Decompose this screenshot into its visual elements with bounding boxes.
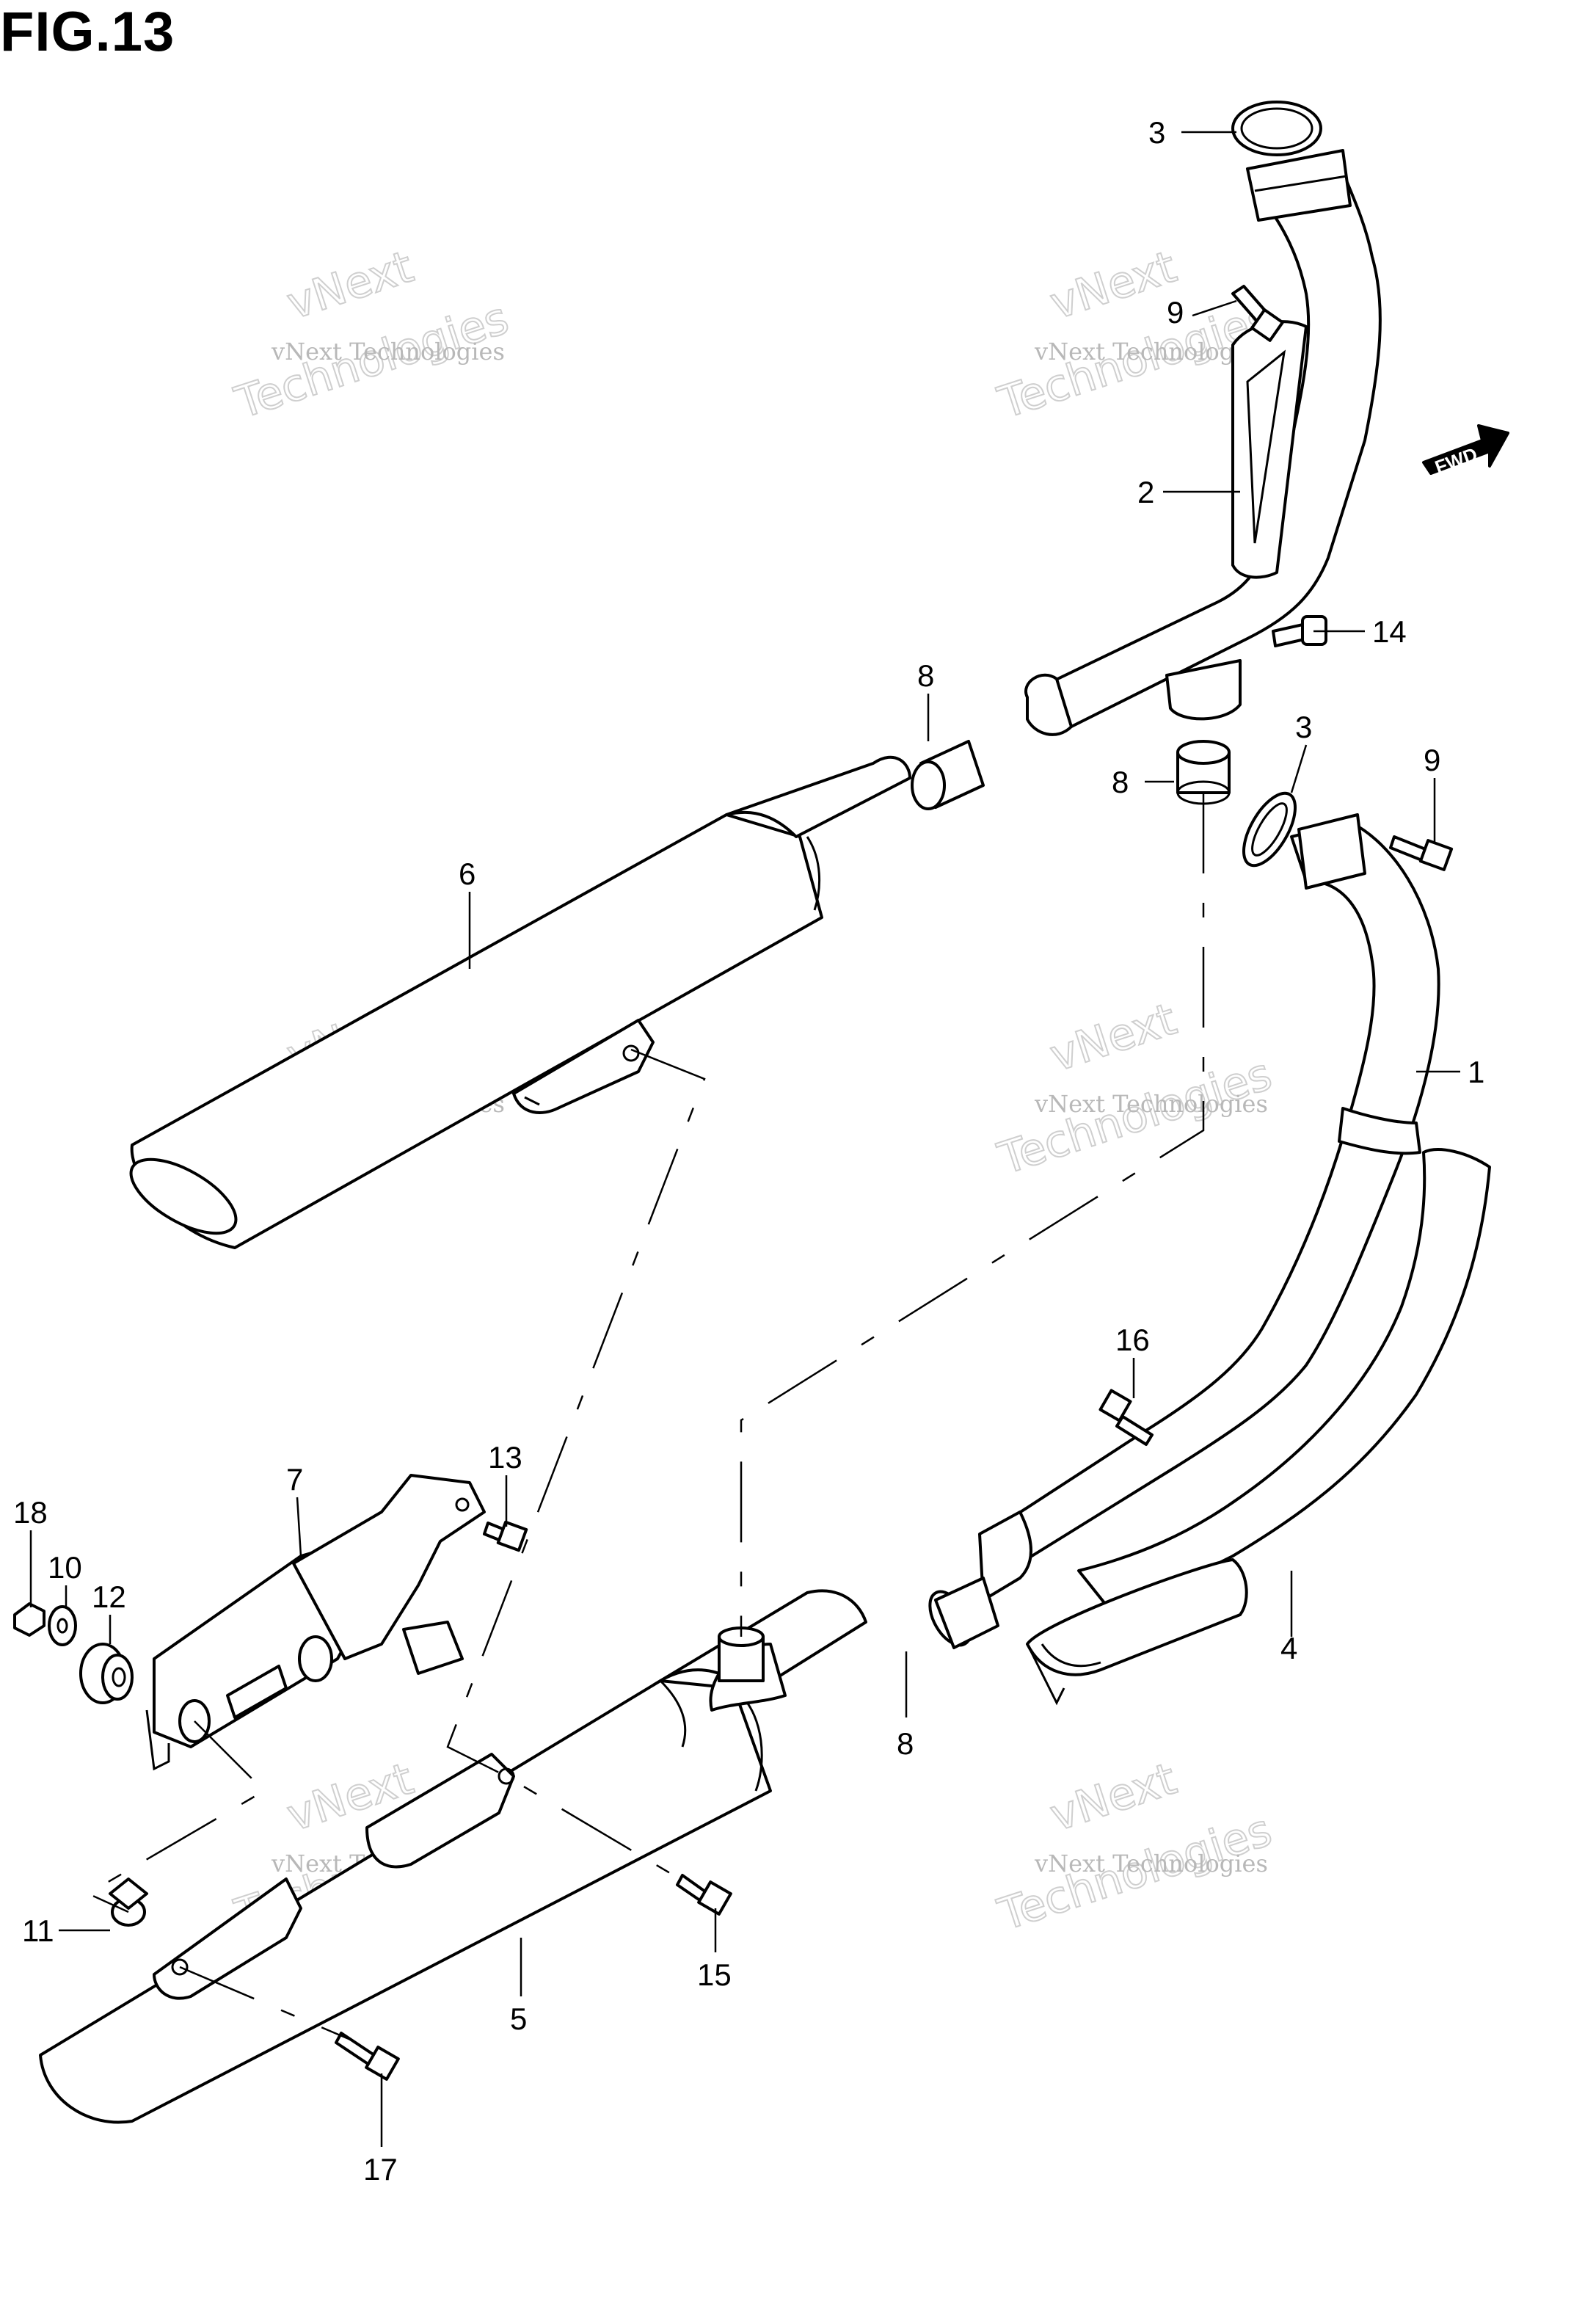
callout-7: 7	[286, 1462, 303, 1497]
gasket-top	[1231, 101, 1322, 156]
svg-text:vNext Technologies: vNext Technologies	[1034, 1090, 1268, 1118]
watermark-mid-right: vNext Technologies vNext Technologies	[991, 993, 1278, 1186]
callout-14: 14	[1372, 614, 1407, 649]
callout-8-lower: 8	[897, 1726, 914, 1761]
callout-12: 12	[92, 1579, 126, 1614]
callout-labels: 3 9 2 14 8 8 3 9 6 1 16 7 13 18 10 12 4 …	[13, 115, 1484, 2186]
callout-3-lower: 3	[1295, 710, 1312, 744]
clamp-ring-upper-left	[911, 740, 985, 810]
callout-16: 16	[1115, 1323, 1150, 1357]
svg-text:vNext: vNext	[1044, 241, 1182, 330]
mounting-bracket	[145, 1474, 486, 1771]
svg-text:vNext: vNext	[1044, 994, 1182, 1083]
heat-shield	[1026, 1148, 1491, 1706]
callout-6: 6	[459, 857, 475, 891]
callout-15: 15	[697, 1957, 732, 1992]
callout-10: 10	[48, 1550, 82, 1585]
callout-18: 18	[13, 1495, 48, 1530]
svg-text:vNext Technologies: vNext Technologies	[1034, 1850, 1268, 1877]
watermark-bottom-right: vNext Technologies vNext Technologies	[991, 1753, 1278, 1942]
gasket-lower	[1242, 791, 1297, 868]
bolt-9-top	[1231, 285, 1284, 342]
callout-8-upper-right: 8	[1112, 765, 1129, 799]
bolt-15	[676, 1874, 732, 1916]
washer-10	[48, 1605, 77, 1646]
assembly-lines	[86, 793, 1205, 2042]
svg-text:FWD: FWD	[1432, 443, 1480, 478]
muffler-upper	[129, 755, 911, 1249]
callout-3-top: 3	[1148, 115, 1165, 150]
bolt-13	[483, 1520, 528, 1552]
muffler-lower	[39, 1589, 867, 2124]
leader-lines	[29, 131, 1460, 2147]
svg-text:vNext: vNext	[281, 241, 419, 330]
bolt-16	[1098, 1389, 1154, 1446]
exhaust-pipe-front	[1024, 149, 1382, 736]
callout-4: 4	[1280, 1631, 1297, 1665]
bolt-17	[335, 2032, 400, 2081]
callout-8-upper-left: 8	[917, 658, 934, 693]
svg-text:vNext Technologies: vNext Technologies	[1034, 338, 1268, 366]
figure-title: FIG.13	[0, 1, 175, 63]
grommet-12	[79, 1643, 134, 1704]
exhaust-pipe-rear	[928, 813, 1440, 1649]
callout-1: 1	[1468, 1055, 1484, 1089]
svg-text:vNext: vNext	[1044, 1753, 1182, 1842]
callout-17: 17	[363, 2152, 398, 2186]
callout-13: 13	[488, 1440, 522, 1475]
callout-9-top: 9	[1167, 295, 1184, 330]
callout-5: 5	[510, 2002, 527, 2036]
callout-2: 2	[1137, 475, 1154, 509]
watermark-top-left: vNext Technologies vNext Technologies	[228, 241, 515, 430]
bolt-9-lower	[1389, 835, 1454, 871]
clamp-ring-upper-right	[1176, 740, 1231, 805]
nut-18	[13, 1602, 45, 1637]
callout-11: 11	[22, 1913, 54, 1948]
fwd-arrow-icon: FWD	[1422, 424, 1509, 479]
callout-9-lower: 9	[1424, 743, 1440, 777]
collar-11	[109, 1877, 148, 1927]
svg-text:vNext Technologies: vNext Technologies	[271, 338, 505, 366]
